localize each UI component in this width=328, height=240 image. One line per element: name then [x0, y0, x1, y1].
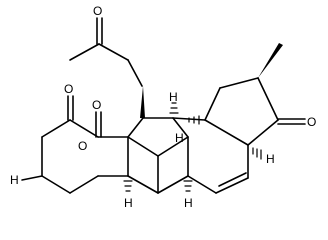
hash-c7-h	[183, 180, 193, 192]
atom-h-left: H	[10, 173, 19, 187]
bond-carbonyl-ch2	[98, 43, 129, 61]
atom-h-ring-c: H	[169, 90, 178, 104]
atom-h-junction-b: H	[184, 196, 193, 210]
bond-c1-c2	[69, 119, 99, 138]
bond-methyl-carbonyl	[69, 43, 100, 61]
bond-c17-c13	[247, 119, 279, 146]
bond-c5-c6	[69, 175, 99, 194]
hash-c14-h	[188, 115, 200, 125]
atom-h-junction-a: H	[124, 196, 133, 210]
atom-o-lactone-carbonyl: O	[64, 82, 73, 96]
hash-junction-a-h	[123, 180, 133, 192]
bond-c13-c14	[204, 119, 249, 146]
bond-c4-h	[21, 175, 43, 181]
atom-o-ester-carbonyl: O	[92, 98, 101, 112]
hash-c9-h	[169, 102, 179, 114]
bond-c5-c4-double	[218, 172, 247, 187]
bond-c16-c17	[257, 77, 279, 121]
bond-ch2-ch2	[127, 59, 143, 87]
bond-c8b-c7b	[127, 175, 159, 194]
bond-c4-c5	[41, 175, 71, 194]
bond-c7b-c8	[157, 175, 189, 194]
atom-o-sidechain: O	[93, 4, 102, 18]
bond-c2-c3	[41, 119, 71, 138]
bond-c15-c16	[219, 77, 259, 89]
bond-c11-c10	[127, 117, 144, 138]
bond-c6-c5	[215, 177, 249, 194]
atom-o-cyclopentanone: O	[307, 115, 316, 129]
bond-c14-c15	[204, 87, 221, 121]
atom-h-ring-d-left: H	[175, 131, 184, 145]
bond-c9-c8	[172, 117, 189, 138]
bond-c10-c9b	[127, 136, 159, 157]
wedge-methyl	[258, 43, 283, 78]
wedge-c11-sidechain	[140, 86, 145, 118]
bond-c7-c6	[187, 175, 217, 194]
atom-o-lactone-ring: O	[78, 139, 87, 153]
atom-h-ring-d-right: H	[266, 152, 275, 166]
hash-c13-h	[252, 147, 262, 160]
bond-c9b-c8	[157, 136, 189, 157]
